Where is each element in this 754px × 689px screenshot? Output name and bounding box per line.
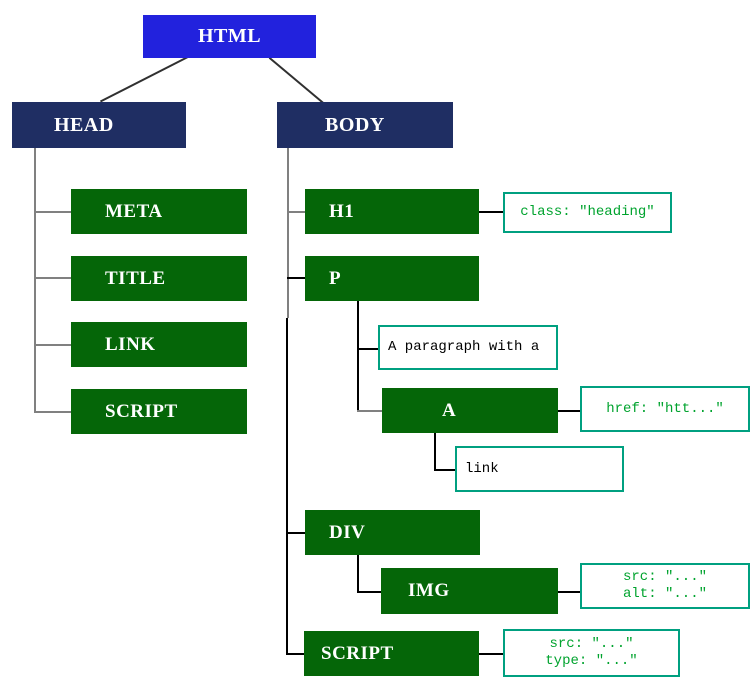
node-body-script[interactable]: SCRIPT bbox=[304, 631, 479, 676]
node-link[interactable]: LINK bbox=[71, 322, 247, 367]
connector-a-attr bbox=[557, 410, 581, 412]
connector-img-attr bbox=[557, 591, 581, 593]
connector-body-h1 bbox=[287, 211, 307, 213]
node-body[interactable]: BODY bbox=[277, 102, 453, 148]
node-html-label: HTML bbox=[197, 25, 262, 47]
attr-script-src-text: src: "..." bbox=[549, 636, 634, 652]
attr-box-a-href[interactable]: href: "htt..." bbox=[580, 386, 750, 432]
node-img-label: IMG bbox=[408, 580, 450, 601]
connector-div-trunk bbox=[357, 554, 359, 592]
node-a[interactable]: A bbox=[382, 388, 558, 433]
node-h1-label: H1 bbox=[329, 200, 355, 222]
node-head-label: HEAD bbox=[54, 113, 114, 136]
node-head-script[interactable]: SCRIPT bbox=[71, 389, 247, 434]
attr-box-img[interactable]: src: "..." alt: "..." bbox=[580, 563, 750, 609]
text-node-a-label: link bbox=[465, 460, 499, 477]
connector-h1-attr bbox=[479, 211, 504, 213]
connector-html-head bbox=[99, 55, 190, 103]
node-link-label: LINK bbox=[105, 333, 156, 355]
connector-html-body bbox=[268, 57, 330, 109]
connector-p-text bbox=[357, 348, 379, 350]
connector-p-a bbox=[357, 410, 383, 412]
connector-head-trunk bbox=[34, 148, 36, 413]
connector-head-meta bbox=[34, 211, 72, 213]
connector-body-trunk-upper bbox=[287, 148, 289, 318]
connector-head-title bbox=[34, 277, 72, 279]
attr-box-script[interactable]: src: "..." type: "..." bbox=[503, 629, 680, 677]
node-p[interactable]: P bbox=[305, 256, 479, 301]
attr-img-src-text: src: "..." bbox=[622, 569, 707, 585]
connector-body-div bbox=[286, 532, 308, 534]
connector-a-trunk bbox=[434, 432, 436, 471]
node-body-script-label: SCRIPT bbox=[321, 642, 394, 664]
connector-body-script bbox=[286, 653, 306, 655]
attr-a-href-text: href: "htt..." bbox=[606, 400, 724, 417]
node-html[interactable]: HTML bbox=[143, 15, 316, 58]
node-title-label: TITLE bbox=[105, 267, 166, 289]
text-node-a-link[interactable]: link bbox=[455, 446, 624, 492]
node-head-script-label: SCRIPT bbox=[105, 400, 178, 422]
attr-box-h1-class[interactable]: class: "heading" bbox=[503, 192, 672, 233]
attr-script-type-text: type: "..." bbox=[545, 653, 638, 669]
node-body-label: BODY bbox=[325, 113, 385, 136]
connector-body-p bbox=[287, 277, 307, 279]
connector-div-img bbox=[357, 591, 382, 593]
node-meta[interactable]: META bbox=[71, 189, 247, 234]
connector-a-text bbox=[434, 469, 456, 471]
node-head[interactable]: HEAD bbox=[12, 102, 186, 148]
node-meta-label: META bbox=[105, 200, 163, 222]
text-node-p-paragraph[interactable]: A paragraph with a bbox=[378, 325, 558, 370]
connector-body-trunk-lower bbox=[286, 318, 288, 654]
text-node-p-label: A paragraph with a bbox=[388, 339, 540, 355]
attr-h1-class-text: class: "heading" bbox=[520, 204, 655, 220]
node-img[interactable]: IMG bbox=[381, 568, 558, 614]
connector-head-script bbox=[34, 411, 72, 413]
attr-img-alt-text: alt: "..." bbox=[622, 586, 707, 602]
node-a-label: A bbox=[442, 399, 457, 421]
node-div[interactable]: DIV bbox=[305, 510, 480, 555]
node-title[interactable]: TITLE bbox=[71, 256, 247, 301]
node-p-label: P bbox=[329, 267, 342, 289]
connector-p-trunk bbox=[357, 300, 359, 410]
connector-head-link bbox=[34, 344, 72, 346]
node-h1[interactable]: H1 bbox=[305, 189, 479, 234]
connector-script-attr bbox=[478, 653, 504, 655]
node-div-label: DIV bbox=[329, 521, 366, 543]
